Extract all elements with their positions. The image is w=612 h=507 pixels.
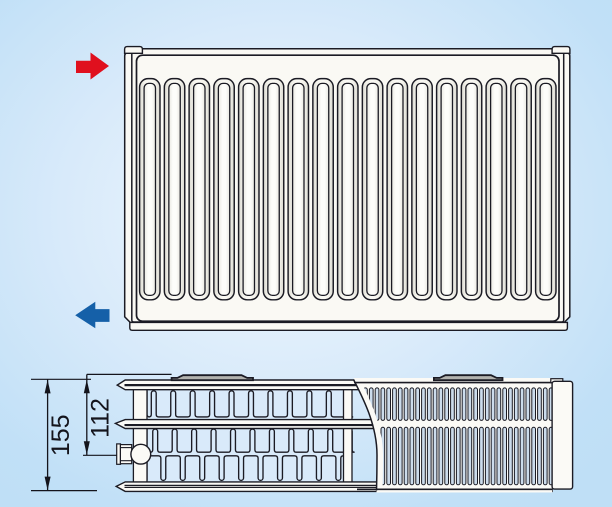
svg-text:155: 155 <box>47 414 75 456</box>
svg-text:112: 112 <box>87 398 115 438</box>
